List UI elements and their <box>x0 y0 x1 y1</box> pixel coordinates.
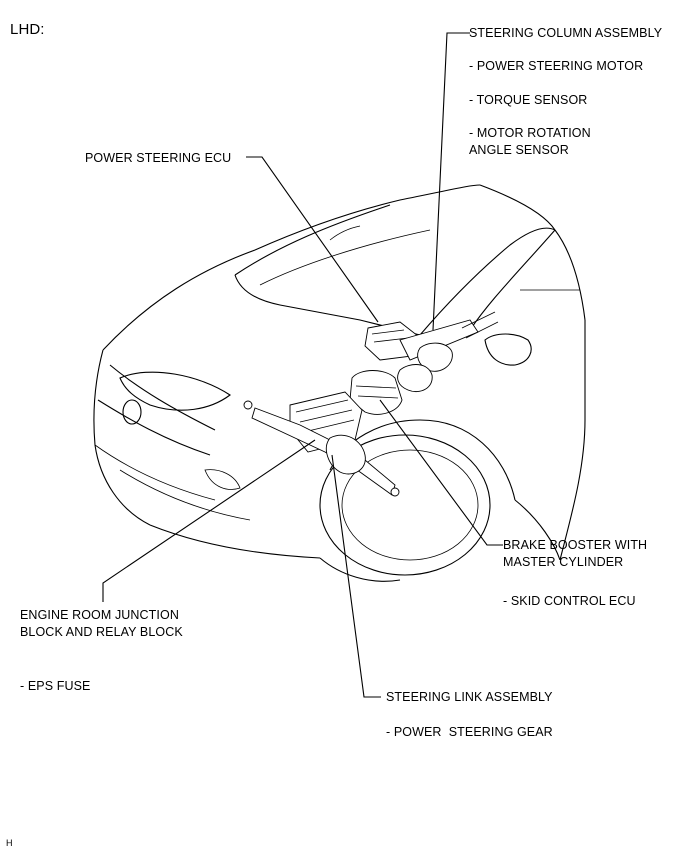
steering-column-item: - TORQUE SENSOR <box>469 93 588 107</box>
variant-label: LHD: <box>10 21 45 38</box>
brake-booster-part <box>349 370 403 415</box>
steering-column-title: STEERING COLUMN ASSEMBLY <box>469 26 663 40</box>
brake-booster-title: BRAKE BOOSTER WITH MASTER CYLINDER <box>503 538 648 569</box>
figure-code: H <box>6 838 13 848</box>
engine-room-junction-item: - EPS FUSE <box>20 679 91 693</box>
steering-link-title: STEERING LINK ASSEMBLY <box>386 690 553 704</box>
steering-column-item: - MOTOR ROTATION ANGLE SENSOR <box>469 126 591 157</box>
leader-brake-booster <box>379 399 503 546</box>
brake-booster-item: - SKID CONTROL ECU <box>503 594 636 608</box>
leader-steering-link <box>331 454 381 698</box>
leader-steering-column <box>432 32 470 331</box>
components <box>243 311 499 497</box>
car-body <box>93 184 586 582</box>
leader-lines <box>102 32 503 698</box>
leader-junction-block <box>102 439 316 602</box>
steering-column-item: - POWER STEERING MOTOR <box>469 59 644 73</box>
engine-room-junction-title: ENGINE ROOM JUNCTION BLOCK AND RELAY BLO… <box>20 608 183 639</box>
leader-power-steering-ecu <box>246 156 379 323</box>
steering-link-item: - POWER STEERING GEAR <box>386 725 553 739</box>
power-steering-ecu-title: POWER STEERING ECU <box>85 151 232 165</box>
